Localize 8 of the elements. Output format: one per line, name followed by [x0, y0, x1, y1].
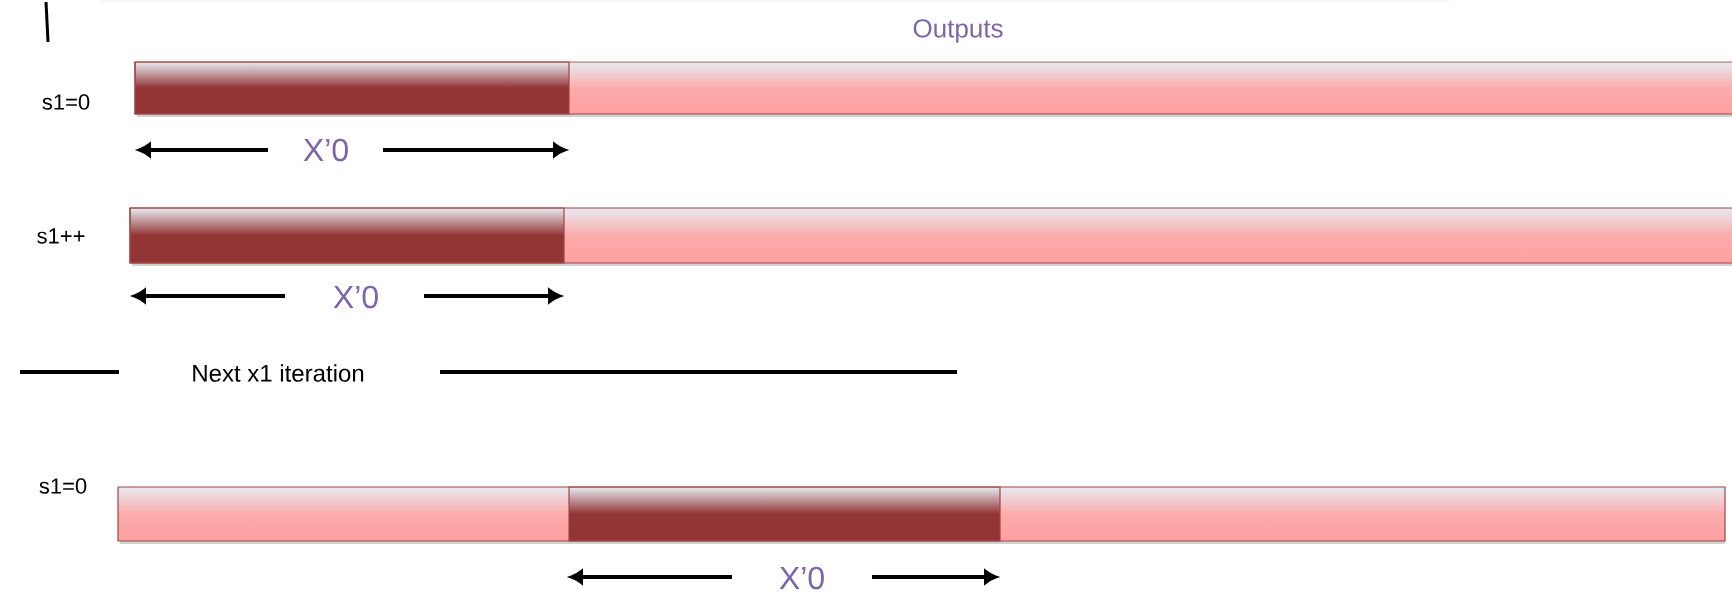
title: Outputs [913, 19, 1003, 43]
row-label: s1++ [37, 228, 85, 244]
row-label: s1=0 [39, 478, 87, 494]
dimension-label: X’0 [303, 138, 348, 162]
dimension-label: X’0 [779, 566, 824, 590]
row-label: s1=0 [42, 94, 90, 110]
section-label: Next x1 iteration [193, 364, 364, 382]
dimension-label: X’0 [333, 285, 378, 309]
